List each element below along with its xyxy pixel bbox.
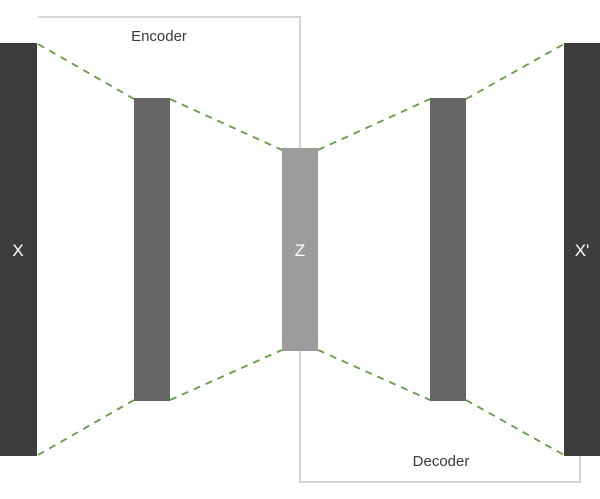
output-layer [564, 43, 600, 456]
encoder-label: Encoder [131, 28, 187, 45]
latent-layer-label: Z [295, 241, 305, 260]
decoder-outline [299, 350, 581, 483]
encoder-outline [38, 16, 301, 150]
connectors [37, 43, 565, 456]
decoder-hidden-layer [430, 98, 466, 401]
encoder-hidden-layer [134, 98, 170, 401]
connector-decoder-output-top [465, 43, 565, 100]
connector-encoder-latent-bottom [169, 349, 283, 401]
connector-encoder-latent-top [169, 98, 283, 151]
connector-input-encoder-bottom [37, 399, 135, 456]
connector-input-encoder-top [37, 43, 135, 100]
input-layer [0, 43, 37, 456]
connector-latent-decoder-bottom [317, 349, 431, 401]
input-layer-label: X [12, 241, 23, 260]
connector-latent-decoder-top [317, 98, 431, 151]
decoder-label: Decoder [413, 453, 470, 470]
connector-decoder-output-bottom [465, 399, 565, 456]
output-layer-label: X' [575, 241, 590, 260]
latent-layer [282, 148, 318, 351]
